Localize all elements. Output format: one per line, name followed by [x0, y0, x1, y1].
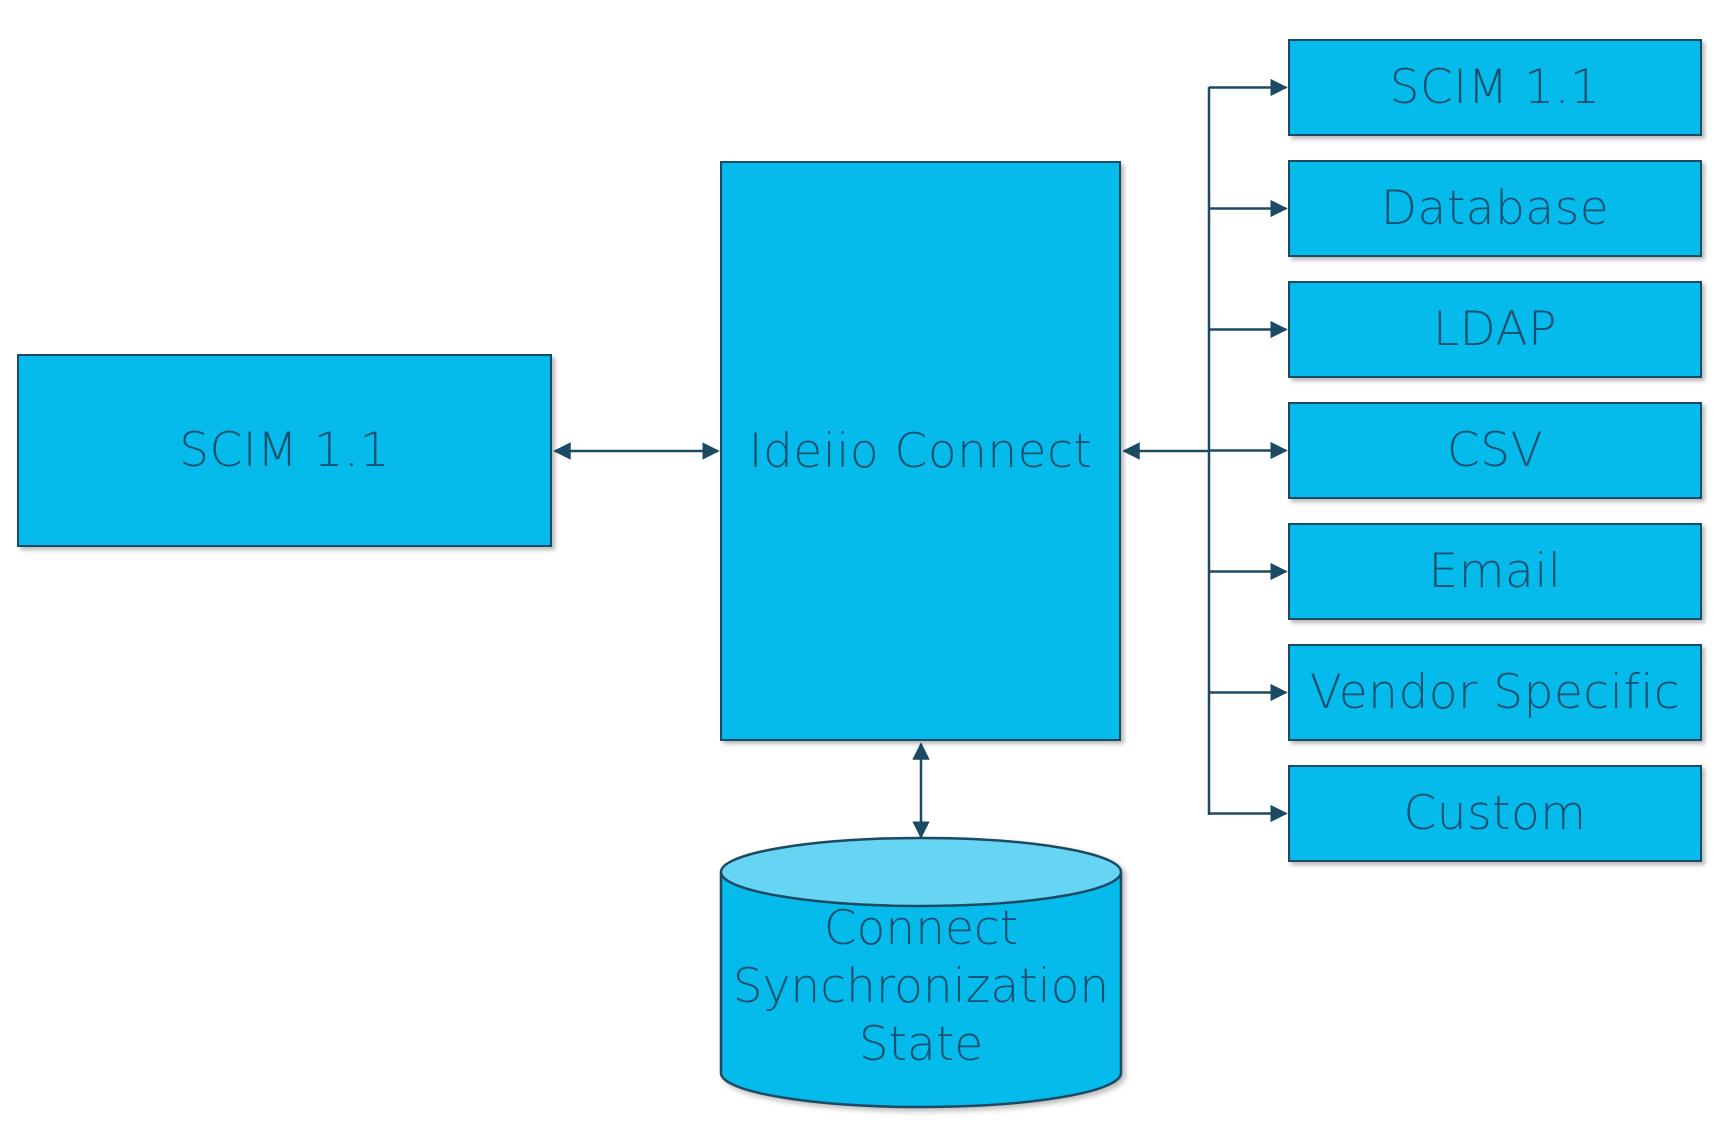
sync-state-label: Connect Synchronization State — [732, 901, 1110, 1072]
target-label: Vendor Specific — [1309, 665, 1681, 720]
target-email-box[interactable]: Email — [1288, 523, 1702, 620]
target-csv-box[interactable]: CSV — [1288, 402, 1702, 499]
target-label: Email — [1428, 544, 1562, 599]
target-branches — [1209, 78, 1288, 823]
target-ldap-box[interactable]: LDAP — [1288, 281, 1702, 378]
target-label: LDAP — [1432, 302, 1558, 357]
sync-state-cylinder — [719, 836, 1123, 1109]
target-label: CSV — [1446, 423, 1544, 478]
ideiio-connect-box[interactable]: Ideiio Connect — [720, 161, 1121, 741]
source-scim-box[interactable]: SCIM 1.1 — [17, 354, 552, 547]
target-vendor-specific-box[interactable]: Vendor Specific — [1288, 644, 1702, 741]
target-scim-box[interactable]: SCIM 1.1 — [1288, 39, 1702, 136]
target-label: Database — [1380, 181, 1610, 236]
source-scim-label: SCIM 1.1 — [179, 423, 390, 478]
ideiio-connect-label: Ideiio Connect — [748, 423, 1093, 479]
target-label: SCIM 1.1 — [1389, 60, 1601, 115]
target-database-box[interactable]: Database — [1288, 160, 1702, 257]
target-custom-box[interactable]: Custom — [1288, 765, 1702, 862]
target-label: Custom — [1403, 786, 1587, 841]
